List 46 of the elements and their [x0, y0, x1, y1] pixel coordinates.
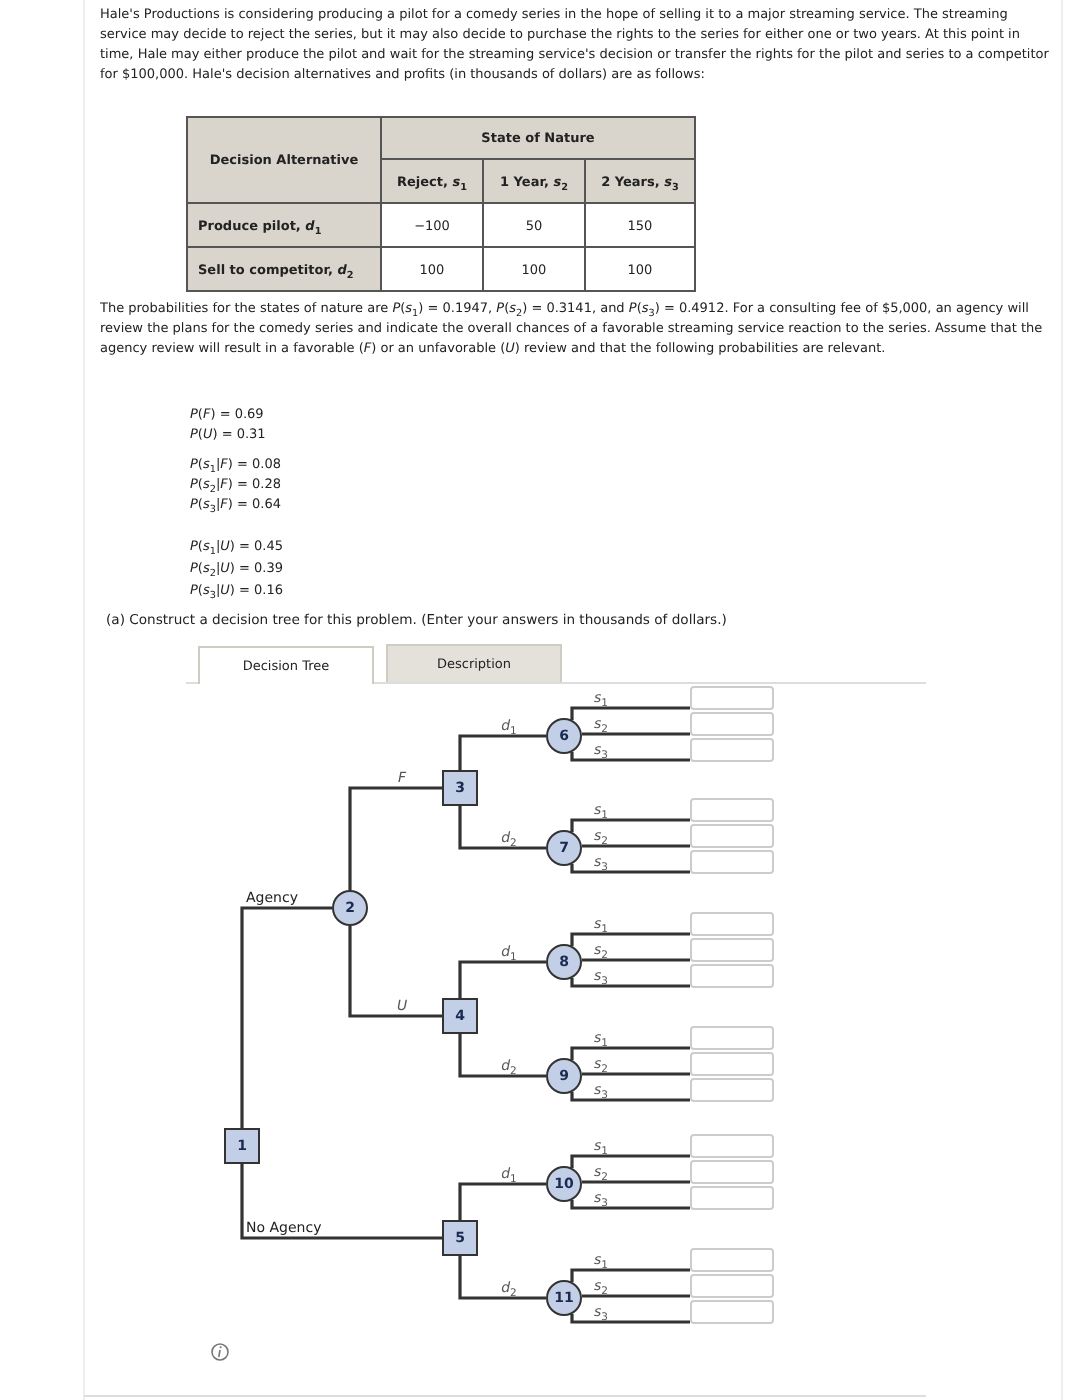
answer-field	[690, 1248, 774, 1272]
tree-branch	[570, 818, 690, 832]
tree-branch	[570, 978, 690, 988]
answer-field	[690, 1186, 774, 1210]
tree-branch	[582, 1294, 690, 1298]
tree-branch	[458, 734, 546, 770]
tree-branch	[458, 1182, 546, 1220]
answer-field	[690, 938, 774, 962]
tree-branch	[458, 1256, 546, 1300]
answer-field	[690, 1274, 774, 1298]
tree-branch	[582, 844, 690, 848]
tree-branch	[582, 732, 690, 736]
tree-branch	[582, 1072, 690, 1076]
tree-branch	[570, 864, 690, 874]
tree-branch	[240, 906, 332, 1128]
tree-branch	[570, 932, 690, 946]
tree-branch	[570, 1268, 690, 1282]
answer-field	[690, 1160, 774, 1184]
answer-field	[690, 1052, 774, 1076]
tree-branch	[348, 926, 442, 1018]
tree-branch	[570, 1200, 690, 1210]
tree-branch	[458, 960, 546, 998]
answer-field	[690, 824, 774, 848]
answer-field	[690, 798, 774, 822]
tree-branch	[240, 1164, 442, 1240]
answer-field	[690, 912, 774, 936]
tree-branch	[570, 1092, 690, 1102]
tree-branch	[582, 958, 690, 962]
tree-branch	[570, 1154, 690, 1168]
answer-field	[690, 850, 774, 874]
tree-branch	[570, 706, 690, 720]
tree-branch	[570, 752, 690, 762]
tree-branch	[582, 1180, 690, 1184]
answer-field	[690, 1026, 774, 1050]
answer-field	[690, 1078, 774, 1102]
tree-branch	[458, 1034, 546, 1078]
answer-field	[690, 1300, 774, 1324]
tree-branch	[570, 1314, 690, 1324]
tree-branch	[458, 806, 546, 850]
answer-field	[690, 964, 774, 988]
answer-field	[690, 1134, 774, 1158]
answer-field	[690, 686, 774, 710]
answer-field	[690, 738, 774, 762]
tree-branch	[570, 1046, 690, 1060]
answer-field	[690, 712, 774, 736]
tree-branch	[348, 786, 442, 890]
